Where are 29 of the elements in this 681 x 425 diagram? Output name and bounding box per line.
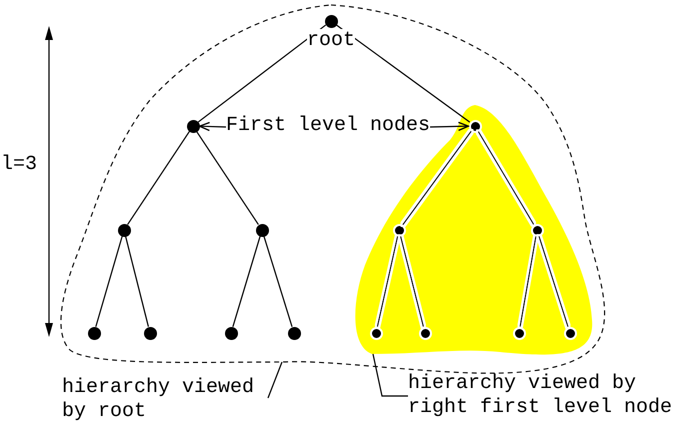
tree-edge bbox=[520, 236, 536, 327]
tree-edge bbox=[400, 236, 424, 327]
tree-edge bbox=[196, 131, 259, 225]
tree-edge bbox=[125, 236, 149, 327]
leader-line bbox=[372, 354, 408, 397]
tree-edge bbox=[478, 131, 534, 225]
leader-line bbox=[267, 362, 283, 398]
arrow bbox=[198, 122, 226, 132]
tree-edge bbox=[263, 236, 293, 327]
tree-node-dot bbox=[144, 326, 156, 340]
tree-node-dot bbox=[324, 14, 338, 28]
annotation-text: hierarchy viewed by root bbox=[62, 376, 268, 424]
tree-node-dot bbox=[256, 224, 268, 236]
tree-node-dot bbox=[118, 224, 130, 236]
tree-node-dot bbox=[88, 326, 100, 340]
tree-edge bbox=[538, 236, 569, 327]
tree-edge bbox=[198, 24, 326, 123]
tree-edge bbox=[95, 236, 123, 327]
tree-edge bbox=[232, 236, 261, 327]
arrow bbox=[430, 122, 470, 132]
annotation-text: First level nodes bbox=[226, 114, 430, 140]
tree-node-dot bbox=[186, 120, 200, 132]
tree-edge bbox=[127, 131, 190, 225]
annotation-text: hierarchy viewed by right first level node bbox=[408, 372, 680, 420]
tree-node-dot bbox=[224, 326, 238, 340]
tree-edge bbox=[336, 24, 470, 123]
tree-edge bbox=[376, 236, 398, 327]
tree-edge bbox=[402, 130, 472, 226]
tree-node-dot bbox=[288, 326, 300, 340]
